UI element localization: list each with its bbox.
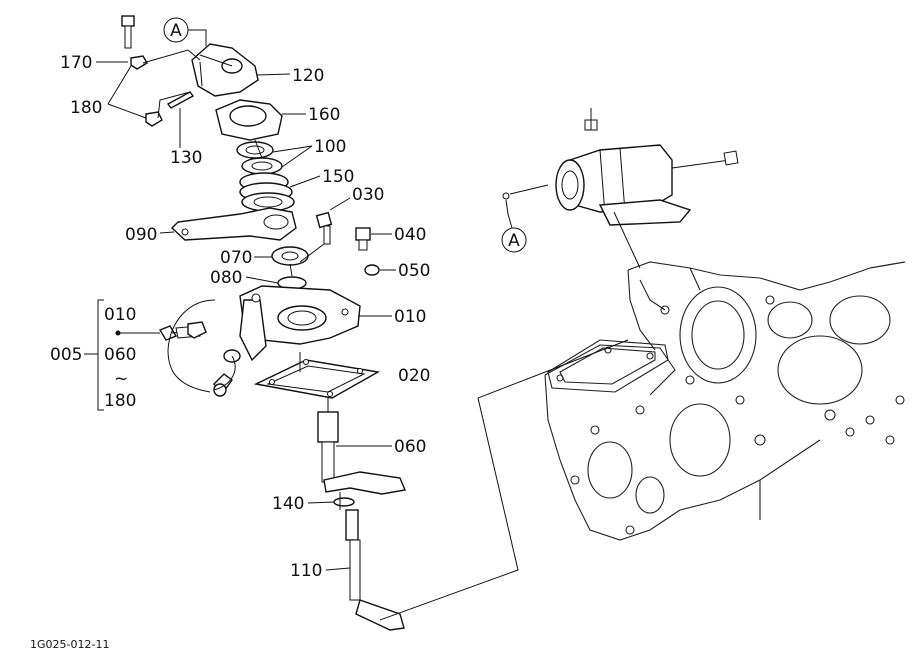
label-170: 170 <box>60 53 92 73</box>
part-060-shaft-lever <box>317 411 406 495</box>
label-110: 110 <box>290 561 322 581</box>
part-120-lever <box>191 43 259 97</box>
part-180-nuts <box>130 55 163 127</box>
engine-block-drawing <box>544 261 906 541</box>
part-090-lever <box>170 207 297 241</box>
part-number-labels: 170 180 130 120 160 100 150 030 090 040 … <box>60 53 430 581</box>
label-150: 150 <box>322 167 354 187</box>
label-050: 050 <box>398 261 430 281</box>
part-130-pin <box>166 91 195 109</box>
callout-a-top: A <box>163 17 189 43</box>
label-030: 030 <box>352 185 384 205</box>
label-040: 040 <box>394 225 426 245</box>
part-170-bolt <box>121 15 135 49</box>
assembly-bullet-icon <box>115 330 121 336</box>
part-150-spring <box>239 172 295 212</box>
assembly-includes-180: 180 <box>104 391 136 411</box>
part-070-washer <box>271 246 309 266</box>
callout-a-right-label: A <box>508 231 520 251</box>
label-080: 080 <box>210 268 242 288</box>
label-100: 100 <box>314 137 346 157</box>
part-160-holder <box>215 99 283 141</box>
part-020-gasket <box>253 359 381 399</box>
label-120: 120 <box>292 66 324 86</box>
label-180: 180 <box>70 98 102 118</box>
adjusting-bolt-drawing <box>158 321 241 397</box>
assembly-includes-060: 060 <box>104 345 136 365</box>
part-030-bolt <box>315 211 333 245</box>
part-040-bolt <box>355 227 371 251</box>
part-100-nuts <box>236 141 283 175</box>
label-130: 130 <box>170 148 202 168</box>
stop-solenoid-drawing <box>502 108 739 269</box>
label-070: 070 <box>220 248 252 268</box>
callout-a-right: A <box>501 213 527 253</box>
leader-lines <box>96 61 396 571</box>
part-140-circlip <box>333 497 355 507</box>
part-050-washer <box>364 264 380 276</box>
label-140: 140 <box>272 494 304 514</box>
assembly-includes-010: 010 <box>104 305 136 325</box>
assembly-group-bracket <box>84 299 104 411</box>
label-060: 060 <box>394 437 426 457</box>
part-110-shaft <box>345 509 405 631</box>
reference-lines <box>142 29 629 621</box>
assembly-group-labels: 005 010 060 ~ 180 <box>50 305 136 411</box>
label-090: 090 <box>125 225 157 245</box>
figure-code: 1G025-012-11 <box>30 638 109 651</box>
callout-a-top-label: A <box>170 21 182 41</box>
assembly-group-number: 005 <box>50 345 82 365</box>
part-010-housing <box>239 285 361 362</box>
label-020: 020 <box>398 366 430 386</box>
assembly-includes-tilde: ~ <box>114 369 128 389</box>
label-010: 010 <box>394 307 426 327</box>
label-160: 160 <box>308 105 340 125</box>
